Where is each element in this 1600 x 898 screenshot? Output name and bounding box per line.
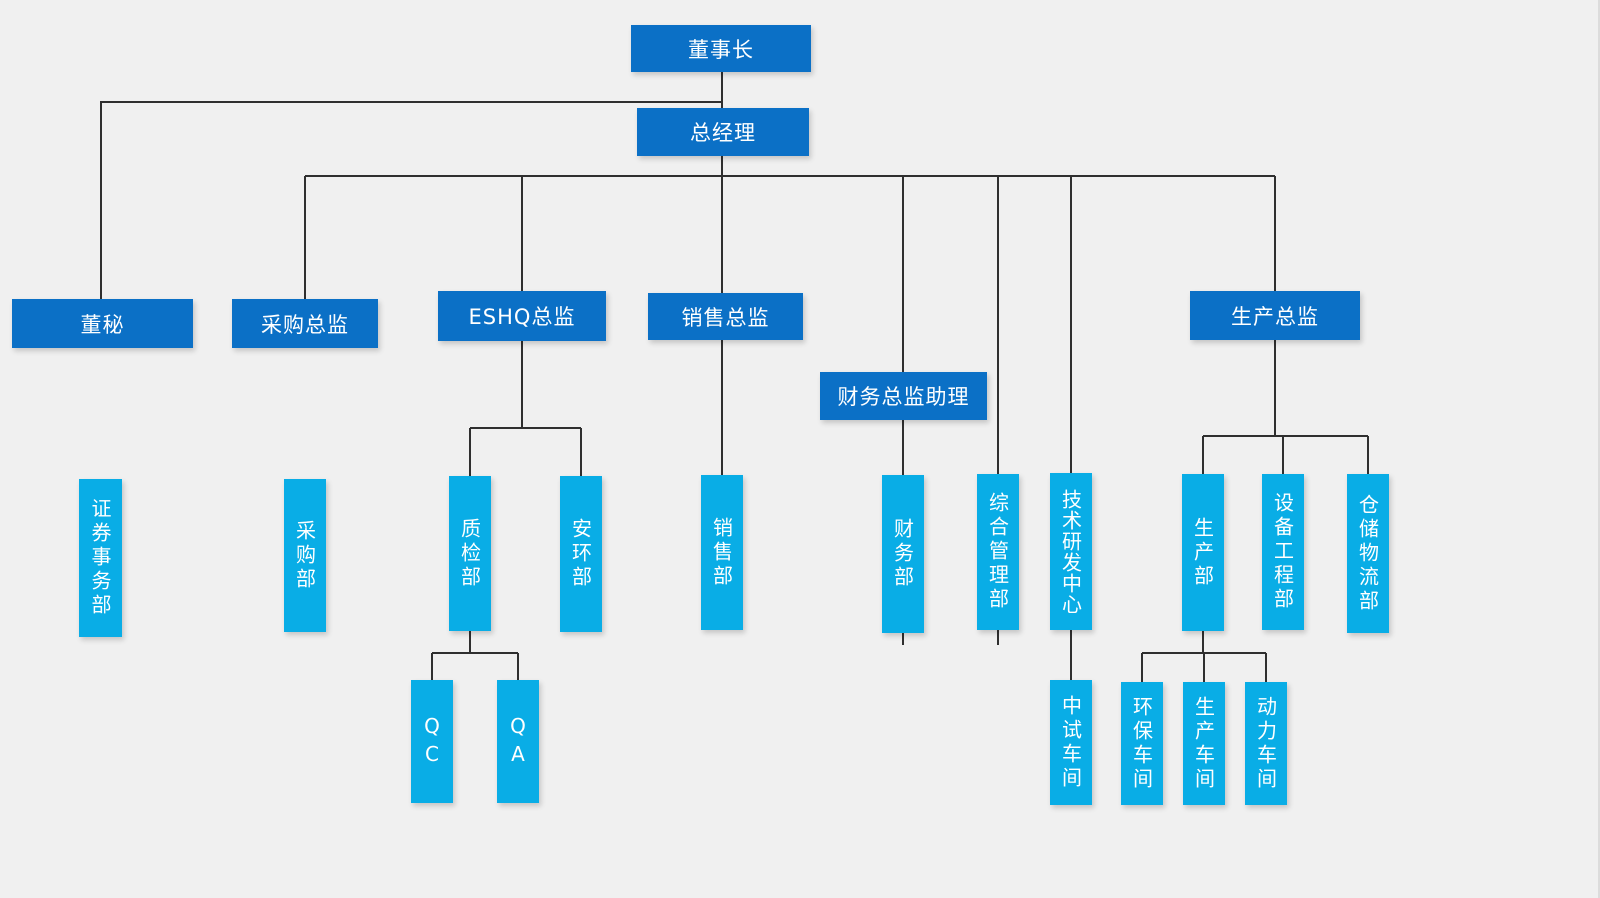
node-eshq-director[interactable]: ESHQ总监 [438,291,606,341]
node-general-manager[interactable]: 总经理 [637,108,809,156]
node-safety-env-dept[interactable]: 安环部 [560,476,602,632]
node-chairman[interactable]: 董事长 [631,25,811,72]
node-sales-dept[interactable]: 销售部 [701,475,743,630]
node-board-secretary[interactable]: 董秘 [12,299,193,348]
node-production-dept[interactable]: 生产部 [1182,474,1224,631]
node-purchasing-dept[interactable]: 采购部 [284,479,326,632]
node-env-workshop[interactable]: 环保车间 [1121,682,1163,805]
node-pilot-workshop[interactable]: 中试车间 [1050,680,1092,805]
node-securities-affairs-dept[interactable]: 证券事务部 [79,479,122,637]
node-tech-rd-center[interactable]: 技术研发中心 [1050,473,1092,630]
node-warehouse-logistics-dept[interactable]: 仓储物流部 [1347,474,1389,633]
node-sales-director[interactable]: 销售总监 [648,293,803,340]
node-finance-dept[interactable]: 财务部 [882,475,924,633]
node-quality-inspection-dept[interactable]: 质检部 [449,476,491,631]
node-qc[interactable]: QC [411,680,453,803]
node-production-director[interactable]: 生产总监 [1190,291,1360,340]
node-general-admin-dept[interactable]: 综合管理部 [977,474,1019,630]
node-production-workshop[interactable]: 生产车间 [1183,682,1225,805]
node-qa[interactable]: QA [497,680,539,803]
node-purchasing-director[interactable]: 采购总监 [232,299,378,348]
node-equipment-eng-dept[interactable]: 设备工程部 [1262,474,1304,630]
node-power-workshop[interactable]: 动力车间 [1245,682,1287,805]
node-finance-director-assistant[interactable]: 财务总监助理 [820,372,987,420]
